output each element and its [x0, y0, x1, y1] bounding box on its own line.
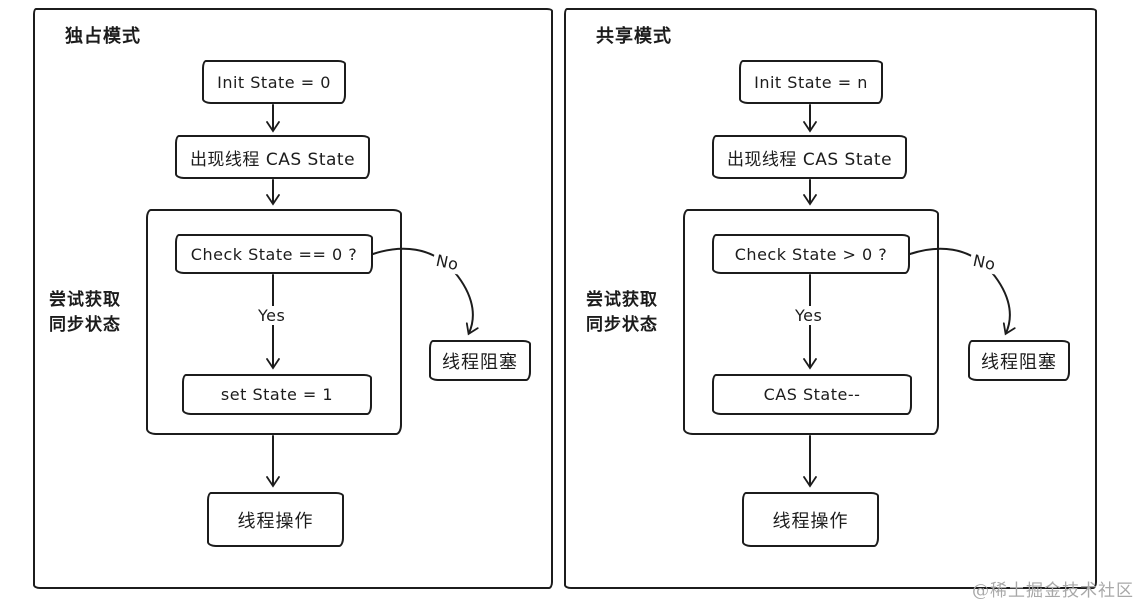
thread-cas-box: 出现线程 CAS State [712, 135, 907, 179]
side-label-line2: 同步状态 [49, 315, 121, 335]
thread-operate-box: 线程操作 [207, 492, 344, 547]
thread-operate-box: 线程操作 [742, 492, 879, 547]
panel-exclusive-mode: 独占模式 Init State = 0 出现线程 CAS State 尝试获取 … [33, 8, 553, 589]
yes-edge-label: Yes [792, 306, 826, 325]
thread-block-box: 线程阻塞 [429, 340, 531, 381]
check-state-box: Check State > 0 ? [712, 234, 910, 274]
side-label-try-acquire: 尝试获取 同步状态 [49, 288, 121, 338]
juejin-watermark: @稀土掘金技术社区 [972, 581, 1134, 601]
side-label-line1: 尝试获取 [586, 290, 658, 310]
cas-decrement-box: CAS State-- [712, 374, 912, 415]
panel-shared-mode: 共享模式 Init State = n 出现线程 CAS State 尝试获取 … [564, 8, 1097, 589]
side-label-line2: 同步状态 [586, 315, 658, 335]
set-state-box: set State = 1 [182, 374, 372, 415]
thread-cas-box: 出现线程 CAS State [175, 135, 370, 179]
init-state-box: Init State = n [739, 60, 883, 104]
panel-title: 共享模式 [596, 26, 672, 47]
yes-edge-label: Yes [255, 306, 289, 325]
side-label-try-acquire: 尝试获取 同步状态 [586, 288, 658, 338]
check-state-box: Check State == 0 ? [175, 234, 373, 274]
thread-block-box: 线程阻塞 [968, 340, 1070, 381]
try-acquire-container [683, 209, 939, 435]
try-acquire-container [146, 209, 402, 435]
side-label-line1: 尝试获取 [49, 290, 121, 310]
panel-title: 独占模式 [65, 26, 141, 47]
init-state-box: Init State = 0 [202, 60, 346, 104]
